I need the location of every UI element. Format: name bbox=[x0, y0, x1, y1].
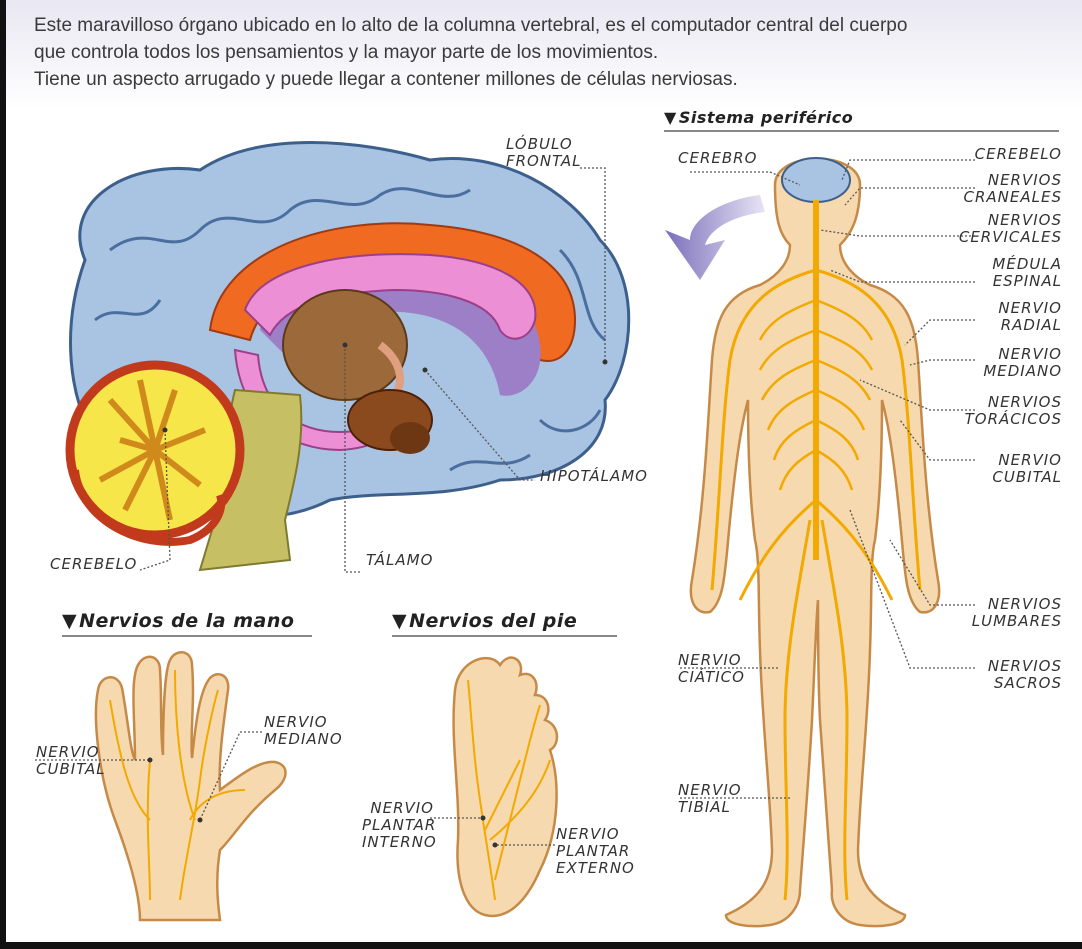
section-title-foot-text: Nervios del pie bbox=[409, 610, 577, 632]
label-lumbares-line-2: lumbares bbox=[972, 613, 1062, 630]
label-hand-mediano-line-2: mediano bbox=[264, 731, 343, 748]
label-externo-line-2: plantar bbox=[556, 843, 635, 860]
label-body-cubital-line-1: Nervio bbox=[992, 452, 1062, 469]
curved-arrow bbox=[665, 195, 765, 280]
brain-dot-hypo bbox=[423, 368, 428, 373]
label-talamo: Tálamo bbox=[366, 552, 433, 569]
label-radial-line-2: radial bbox=[998, 317, 1062, 334]
label-nervio-plantar-externo: Nervio plantar externo bbox=[556, 826, 635, 877]
label-medula-line-1: Médula bbox=[992, 256, 1062, 273]
hand-silhouette bbox=[96, 652, 286, 920]
label-toracicos-line-1: Nervios bbox=[965, 394, 1062, 411]
label-body-cerebelo: Cerebelo bbox=[975, 146, 1062, 163]
foot-dot-externo bbox=[493, 843, 498, 848]
label-craneales-line-2: craneales bbox=[964, 189, 1062, 206]
label-craneales-line-1: Nervios bbox=[964, 172, 1062, 189]
hand-dot-mediano bbox=[198, 818, 203, 823]
label-nervios-sacros: Nervios sacros bbox=[988, 658, 1062, 692]
label-ciatico-line-1: Nervio bbox=[678, 652, 745, 669]
label-hand-nervio-mediano: Nervio mediano bbox=[264, 714, 343, 748]
label-sacros-line-2: sacros bbox=[988, 675, 1062, 692]
brain-illustration bbox=[70, 143, 629, 571]
label-nervio-ciatico: Nervio ciático bbox=[678, 652, 745, 686]
label-nervios-toracicos: Nervios torácicos bbox=[965, 394, 1062, 428]
label-ciatico-line-2: ciático bbox=[678, 669, 745, 686]
label-nervio-radial: Nervio radial bbox=[998, 300, 1062, 334]
pituitary bbox=[390, 422, 430, 454]
label-body-mediano-line-2: mediano bbox=[983, 363, 1062, 380]
label-nervio-cubital: Nervio cubital bbox=[992, 452, 1062, 486]
label-hand-cubital-line-1: Nervio bbox=[36, 744, 106, 761]
label-interno-line-3: interno bbox=[362, 834, 434, 851]
label-hand-nervio-cubital: Nervio cubital bbox=[36, 744, 106, 778]
label-nervio-plantar-interno: Nervio plantar interno bbox=[362, 800, 434, 851]
label-nervios-cervicales: Nervios cervicales bbox=[959, 212, 1062, 246]
label-tibial-line-2: tibial bbox=[678, 799, 742, 816]
label-lobulo-line: Lóbulo bbox=[506, 136, 581, 153]
label-interno-line-2: plantar bbox=[362, 817, 434, 834]
label-nervios-lumbares: Nervios lumbares bbox=[972, 596, 1062, 630]
label-externo-line-1: Nervio bbox=[556, 826, 635, 843]
label-sacros-line-1: Nervios bbox=[988, 658, 1062, 675]
label-medula-line-2: espinal bbox=[992, 273, 1062, 290]
foot-illustration bbox=[454, 658, 557, 916]
label-nervios-craneales: Nervios craneales bbox=[964, 172, 1062, 206]
label-frontal-line: frontal bbox=[506, 153, 581, 170]
label-hand-cubital-line-2: cubital bbox=[36, 761, 106, 778]
label-hipotalamo: Hipotálamo bbox=[540, 468, 648, 485]
label-nervio-mediano: Nervio mediano bbox=[983, 346, 1062, 380]
label-externo-line-3: externo bbox=[556, 860, 635, 877]
label-cervicales-line-2: cervicales bbox=[959, 229, 1062, 246]
brain-dot-frontal bbox=[603, 360, 608, 365]
section-title-peripheral-text: Sistema periférico bbox=[679, 108, 853, 127]
label-toracicos-line-2: torácicos bbox=[965, 411, 1062, 428]
label-lobulo-frontal: Lóbulo frontal bbox=[506, 136, 581, 170]
section-title-foot: ▼Nervios del pie bbox=[392, 610, 617, 637]
section-title-peripheral: ▼Sistema periférico bbox=[664, 108, 1059, 132]
label-medula-espinal: Médula espinal bbox=[992, 256, 1062, 290]
label-radial-line-1: Nervio bbox=[998, 300, 1062, 317]
foot-dot-interno bbox=[481, 816, 486, 821]
label-cervicales-line-1: Nervios bbox=[959, 212, 1062, 229]
label-nervio-tibial: Nervio tibial bbox=[678, 782, 742, 816]
brain-dot-cerebelo bbox=[163, 428, 168, 433]
section-title-hand: ▼Nervios de la mano bbox=[62, 610, 312, 637]
label-body-cubital-line-2: cubital bbox=[992, 469, 1062, 486]
brain-dot-talamo bbox=[343, 343, 348, 348]
label-lumbares-line-1: Nervios bbox=[972, 596, 1062, 613]
label-brain-cerebelo: Cerebelo bbox=[50, 556, 137, 573]
section-title-hand-text: Nervios de la mano bbox=[79, 610, 294, 632]
hand-illustration bbox=[96, 652, 286, 920]
label-body-mediano-line-1: Nervio bbox=[983, 346, 1062, 363]
label-cerebro: Cerebro bbox=[678, 150, 757, 167]
body-brain bbox=[782, 158, 850, 202]
hand-dot-cubital bbox=[148, 758, 153, 763]
label-interno-line-1: Nervio bbox=[362, 800, 434, 817]
label-hand-mediano-line-1: Nervio bbox=[264, 714, 343, 731]
label-tibial-line-1: Nervio bbox=[678, 782, 742, 799]
